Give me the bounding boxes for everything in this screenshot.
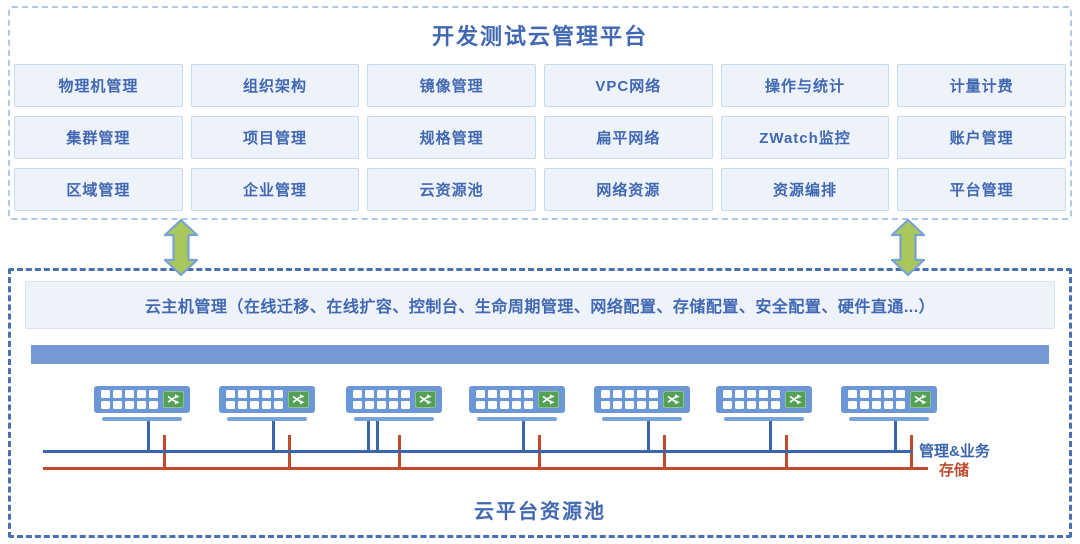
server-icon xyxy=(594,386,690,413)
management-link-line xyxy=(147,421,150,453)
module-button-label: 云资源池 xyxy=(419,182,484,199)
management-bus-line xyxy=(43,450,913,453)
module-button[interactable]: 镜像管理 xyxy=(367,64,536,107)
module-button[interactable]: VPC网络 xyxy=(544,64,713,107)
server-node xyxy=(841,386,937,469)
module-button-label: 平台管理 xyxy=(949,182,1014,199)
module-button-label: 网络资源 xyxy=(596,182,661,199)
module-button[interactable]: 物理机管理 xyxy=(14,64,183,107)
bidirectional-arrow-icon xyxy=(163,219,199,276)
switch-chip-icon xyxy=(663,391,684,408)
module-button-label: 资源编排 xyxy=(772,182,837,199)
server-node xyxy=(94,386,190,469)
module-button[interactable]: 区域管理 xyxy=(14,168,183,211)
server-shadow-bar xyxy=(227,417,307,421)
management-network-label: 管理&业务 xyxy=(919,443,990,460)
management-link-line xyxy=(647,421,650,453)
module-button-label: 计量计费 xyxy=(949,78,1014,95)
server-node xyxy=(716,386,812,469)
server-icon xyxy=(94,386,190,413)
module-button[interactable]: 网络资源 xyxy=(544,168,713,211)
server-shadow-bar xyxy=(724,417,804,421)
module-button[interactable]: 操作与统计 xyxy=(720,64,890,107)
module-button-label: 区域管理 xyxy=(66,182,131,199)
module-button-label: 集群管理 xyxy=(66,130,131,147)
module-button[interactable]: 项目管理 xyxy=(190,116,360,159)
server-node xyxy=(469,386,565,469)
vm-management-bar-label: 云主机管理（在线迁移、在线扩容、控制台、生命周期管理、网络配置、存储配置、安全配… xyxy=(144,299,936,316)
module-button-label: 账户管理 xyxy=(949,130,1014,147)
module-button-label: 企业管理 xyxy=(242,182,307,199)
module-button-label: 操作与统计 xyxy=(764,78,845,95)
resource-pool-panel: 云主机管理（在线迁移、在线扩容、控制台、生命周期管理、网络配置、存储配置、安全配… xyxy=(8,268,1072,538)
server-ports-icon xyxy=(101,390,158,409)
management-link-line xyxy=(769,421,772,453)
management-link-line xyxy=(522,421,525,453)
server-ports-icon xyxy=(476,390,533,409)
server-icon xyxy=(346,386,442,413)
server-ports-icon xyxy=(848,390,905,409)
server-shadow-bar xyxy=(354,417,434,421)
module-button[interactable]: 企业管理 xyxy=(190,168,360,211)
module-button[interactable]: 平台管理 xyxy=(897,168,1066,211)
module-button[interactable]: 云资源池 xyxy=(367,168,536,211)
server-shadow-bar xyxy=(102,417,182,421)
platform-layer-bar xyxy=(31,345,1049,364)
switch-chip-icon xyxy=(538,391,559,408)
server-row xyxy=(11,386,1069,486)
management-link-line xyxy=(272,421,275,453)
module-button[interactable]: 规格管理 xyxy=(367,116,536,159)
switch-chip-icon xyxy=(288,391,309,408)
switch-chip-icon xyxy=(163,391,184,408)
module-button-label: 扁平网络 xyxy=(596,130,661,147)
module-button[interactable]: ZWatch监控 xyxy=(720,116,890,159)
platform-title: 开发测试云管理平台 xyxy=(431,24,648,49)
server-icon xyxy=(219,386,315,413)
module-button[interactable]: 计量计费 xyxy=(897,64,1066,107)
module-button-label: 项目管理 xyxy=(242,130,307,147)
server-node xyxy=(594,386,690,469)
server-shadow-bar xyxy=(849,417,929,421)
server-shadow-bar xyxy=(477,417,557,421)
module-button[interactable]: 组织架构 xyxy=(190,64,360,107)
server-shadow-bar xyxy=(602,417,682,421)
server-ports-icon xyxy=(353,390,410,409)
storage-bus-line xyxy=(43,467,928,470)
server-icon xyxy=(841,386,937,413)
module-button-label: VPC网络 xyxy=(595,78,662,95)
server-ports-icon xyxy=(226,390,283,409)
vm-management-bar: 云主机管理（在线迁移、在线扩容、控制台、生命周期管理、网络配置、存储配置、安全配… xyxy=(25,281,1055,329)
module-button[interactable]: 资源编排 xyxy=(720,168,890,211)
switch-chip-icon xyxy=(910,391,931,408)
server-node xyxy=(219,386,315,469)
module-button-label: 物理机管理 xyxy=(58,78,139,95)
server-ports-icon xyxy=(601,390,658,409)
resource-pool-title: 云平台资源池 xyxy=(474,501,606,523)
bidirectional-arrow-icon xyxy=(890,219,926,276)
management-link-line xyxy=(376,421,379,453)
management-platform-panel: 开发测试云管理平台 物理机管理 组织架构 镜像管理 VPC网络 操作与统计 计量… xyxy=(8,6,1072,220)
module-button-label: 规格管理 xyxy=(419,130,484,147)
module-button[interactable]: 账户管理 xyxy=(897,116,1066,159)
server-ports-icon xyxy=(723,390,780,409)
module-button[interactable]: 扁平网络 xyxy=(544,116,713,159)
server-icon xyxy=(469,386,565,413)
module-button[interactable]: 集群管理 xyxy=(14,116,183,159)
server-icon xyxy=(716,386,812,413)
management-link-line xyxy=(894,421,897,453)
storage-network-label: 存储 xyxy=(939,462,970,479)
module-grid: 物理机管理 组织架构 镜像管理 VPC网络 操作与统计 计量计费 集群管理 项目… xyxy=(10,64,1070,211)
switch-chip-icon xyxy=(415,391,436,408)
server-node xyxy=(346,386,442,469)
module-button-label: 镜像管理 xyxy=(419,78,484,95)
switch-chip-icon xyxy=(785,391,806,408)
module-button-label: ZWatch监控 xyxy=(759,130,851,147)
module-button-label: 组织架构 xyxy=(242,78,307,95)
